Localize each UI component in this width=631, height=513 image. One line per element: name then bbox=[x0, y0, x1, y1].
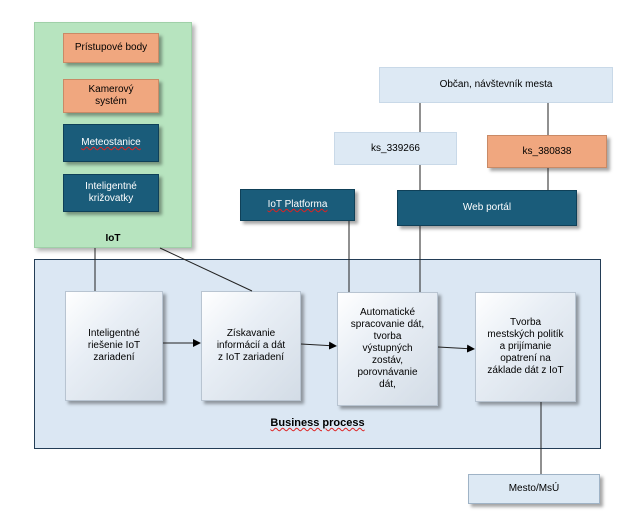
iot-item-smart-intersections: Inteligentné križovatky bbox=[63, 174, 159, 212]
iot-item-weather-stations: Meteostanice bbox=[63, 124, 159, 162]
process-step-1: Inteligentné riešenie IoT zariadení bbox=[65, 291, 163, 401]
business-process-label: Business process bbox=[34, 415, 601, 431]
iot-group-label: IoT bbox=[105, 233, 121, 244]
city-office-node: Mesto/MsÚ bbox=[468, 474, 600, 504]
iot-platform-label: IoT Platforma bbox=[267, 199, 328, 210]
ks-380838-node: ks_380838 bbox=[487, 135, 607, 168]
arrow-step3-to-step4 bbox=[437, 344, 475, 353]
iot-item-weather-stations-label: Meteostanice bbox=[81, 137, 141, 148]
line-iot-to-step2 bbox=[159, 247, 253, 292]
web-portal-node: Web portál bbox=[397, 190, 577, 226]
iot-item-access-points: Prístupové body bbox=[63, 33, 159, 63]
process-step-2: Získavanie informácií a dát z IoT zariad… bbox=[201, 291, 301, 401]
business-process-label-text: Business process bbox=[270, 417, 365, 429]
ks-339266-node: ks_339266 bbox=[334, 132, 457, 165]
process-step-4: Tvorba mestských politík a prijímanie op… bbox=[475, 292, 576, 402]
iot-platform-node: IoT Platforma bbox=[240, 189, 355, 221]
iot-item-camera-system: Kamerový systém bbox=[63, 79, 159, 113]
process-step-3: Automatické spracovanie dát, tvorba výst… bbox=[337, 292, 438, 406]
arrow-step2-to-step3 bbox=[300, 341, 337, 350]
citizen-node: Občan, návštevník mesta bbox=[379, 67, 613, 103]
